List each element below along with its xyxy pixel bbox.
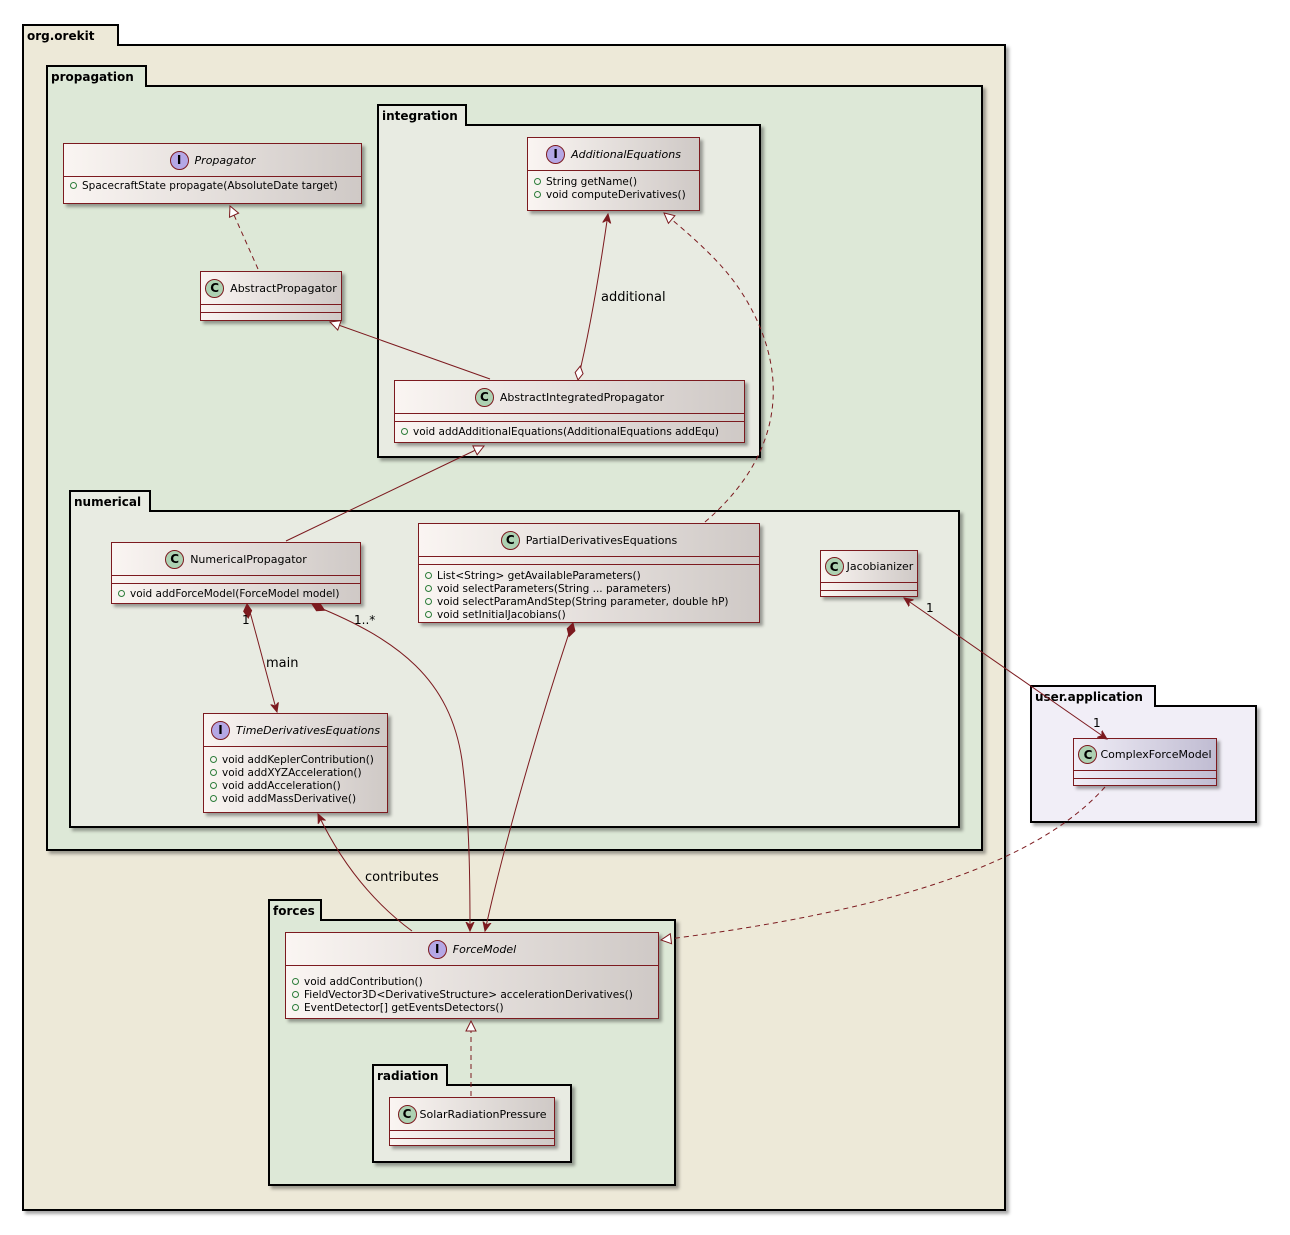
edge-pde-diamond [566,622,576,638]
mult-main: 1 [242,613,250,627]
package-tab-propagation: propagation [46,65,147,87]
edge-jacobianizer-complex-force-model [903,597,1107,739]
class-member: void addXYZAcceleration() [204,767,387,780]
public-method-icon [425,611,432,618]
class-numerical-propagator[interactable]: C NumericalPropagator void addForceModel(… [111,542,361,604]
mult-jacobianizer-source: 1 [926,601,934,615]
public-method-icon [401,428,408,435]
public-method-icon [210,795,217,802]
class-name: ForceModel [452,942,517,956]
class-name: AbstractIntegratedPropagator [499,390,665,404]
interface-icon: I [210,720,230,740]
public-method-icon [210,756,217,763]
class-member: void selectParameters(String ... paramet… [419,583,759,596]
edge-pde-implements-additional-equations [664,213,774,523]
public-method-icon [425,598,432,605]
class-propagator[interactable]: I Propagator SpacecraftState propagate(Ab… [63,143,362,204]
class-icon: C [474,387,494,407]
class-abstract-integrated-propagator[interactable]: C AbstractIntegratedPropagator void addAd… [394,380,745,443]
edge-numerical-extends-aip [285,446,484,542]
class-abstract-propagator[interactable]: C AbstractPropagator [200,271,342,321]
edge-additional-aggregation [577,214,608,380]
class-name: TimeDerivativesEquations [235,723,381,737]
class-icon: C [397,1104,417,1124]
public-method-icon [425,572,432,579]
interface-icon: I [169,150,189,170]
label-contributes: contributes [365,870,439,885]
edge-pde-forcemodel-composition [485,623,573,931]
edge-complex-implements-force-model [661,786,1106,940]
class-member: void computeDerivatives() [528,189,699,202]
class-member: String getName() [528,176,699,189]
package-tab-integration: integration [377,104,467,126]
class-member: void selectParamAndStep(String parameter… [419,596,759,609]
class-member: void addAdditionalEquations(AdditionalEq… [395,426,744,439]
public-method-icon [210,769,217,776]
class-name: Propagator [194,153,256,167]
public-method-icon [292,978,299,985]
class-member: FieldVector3D<DerivativeStructure> accel… [286,989,658,1002]
interface-icon: I [427,939,447,959]
class-icon: C [500,530,520,550]
class-name: PartialDerivativesEquations [525,533,678,547]
label-main: main [266,656,298,671]
edge-contributes [318,814,413,932]
mult-forces: 1..* [354,613,375,627]
class-member: void setInitialJacobians() [419,609,759,622]
interface-icon: I [546,144,566,164]
class-member: void addMassDerivative() [204,793,387,806]
class-name: Jacobianizer [846,560,914,573]
class-member: EventDetector[] getEventsDetectors() [286,1002,658,1015]
class-member: SpacecraftState propagate(AbsoluteDate t… [64,180,361,193]
public-method-icon [534,178,541,185]
class-icon: C [205,278,225,298]
public-method-icon [292,1004,299,1011]
class-icon: C [165,549,185,569]
class-force-model[interactable]: I ForceModel void addContribution() Field… [285,932,659,1019]
edge-additional-diamond [574,365,584,381]
class-name: SolarRadiationPressure [419,1107,547,1121]
class-additional-equations[interactable]: I AdditionalEquations String getName() vo… [527,137,700,211]
class-name: NumericalPropagator [190,552,307,566]
class-partial-derivatives-equations[interactable]: C PartialDerivativesEquations List<String… [418,523,760,623]
public-method-icon [210,782,217,789]
public-method-icon [70,182,77,189]
class-member: List<String> getAvailableParameters() [419,570,759,583]
edge-aip-extends-abstract-propagator [330,322,491,380]
class-time-derivatives-equations[interactable]: I TimeDerivativesEquations void addKepler… [203,713,388,813]
public-method-icon [425,585,432,592]
class-name: AdditionalEquations [571,147,681,161]
package-tab-user-application: user.application [1030,685,1156,707]
public-method-icon [118,590,125,597]
package-tab-forces: forces [268,899,322,921]
class-member: void addAcceleration() [204,780,387,793]
class-name: ComplexForceModel [1100,748,1212,761]
label-additional: additional [601,290,666,305]
public-method-icon [292,991,299,998]
mult-jacobianizer-target: 1 [1093,716,1101,730]
class-icon: C [1078,745,1098,764]
class-member: void addForceModel(ForceModel model) [112,588,360,601]
edge-abstract-propagator-implements-propagator [230,206,259,270]
package-tab-org-orekit: org.orekit [22,24,119,46]
package-tab-radiation: radiation [372,1064,448,1086]
class-icon: C [824,557,844,576]
class-member: void addContribution() [286,976,658,989]
public-method-icon [534,191,541,198]
package-tab-numerical: numerical [69,490,151,512]
class-member: void addKeplerContribution() [204,754,387,767]
edge-forces-composition [312,604,470,931]
class-name: AbstractPropagator [230,281,337,295]
